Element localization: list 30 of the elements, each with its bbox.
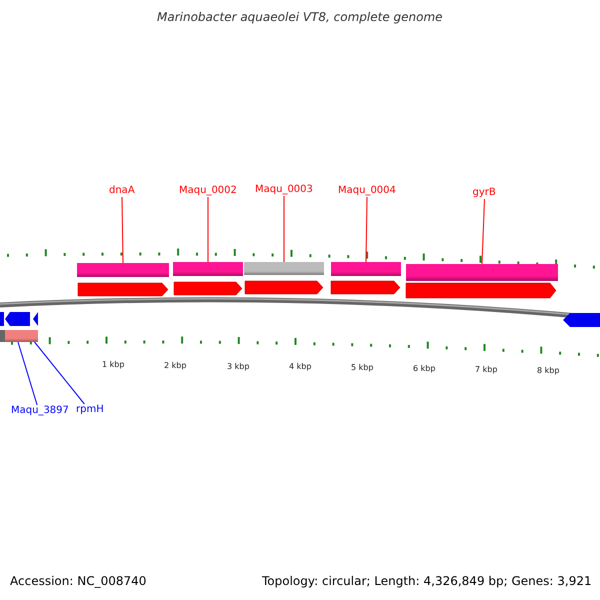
gene-label: rpmH [76, 404, 104, 416]
gene-label: gyrB [472, 187, 496, 199]
feature-bar [173, 262, 243, 276]
feature-bar [244, 262, 324, 275]
scale-label: 2 kbp [164, 360, 186, 372]
leader-line [366, 196, 368, 262]
scale-label: 7 kbp [475, 364, 498, 376]
leader-line [18, 342, 38, 406]
leader-line [34, 342, 85, 404]
title: Marinobacter aquaeolei VT8, complete genome [157, 11, 443, 23]
gene-label: Maqu_3897 [11, 405, 69, 417]
scale-label: 1 kbp [102, 359, 124, 371]
gene-label: Maqu_0004 [338, 185, 396, 197]
scale-label: 5 kbp [351, 362, 374, 374]
feature-bar [406, 264, 558, 281]
leader-line [122, 196, 124, 264]
scale-label: 6 kbp [413, 363, 436, 375]
leader-line [482, 198, 485, 264]
feature-bar [331, 262, 401, 276]
footer-text: Topology: circular; Length: 4,326,849 bp; Genes: 3,921 [262, 575, 592, 587]
footer-text: Accession: NC_008740 [10, 575, 146, 587]
feature-bar [31, 330, 38, 342]
gene-label: Maqu_0002 [179, 185, 237, 197]
scale-label: 3 kbp [227, 360, 250, 373]
gene-label: Maqu_0003 [255, 184, 313, 196]
scale-label: 4 kbp [289, 361, 312, 374]
gene-label: dnaA [109, 185, 135, 197]
feature-bar [5, 330, 31, 342]
feature-bar [77, 263, 169, 277]
scale-label: 8 kbp [537, 364, 560, 377]
